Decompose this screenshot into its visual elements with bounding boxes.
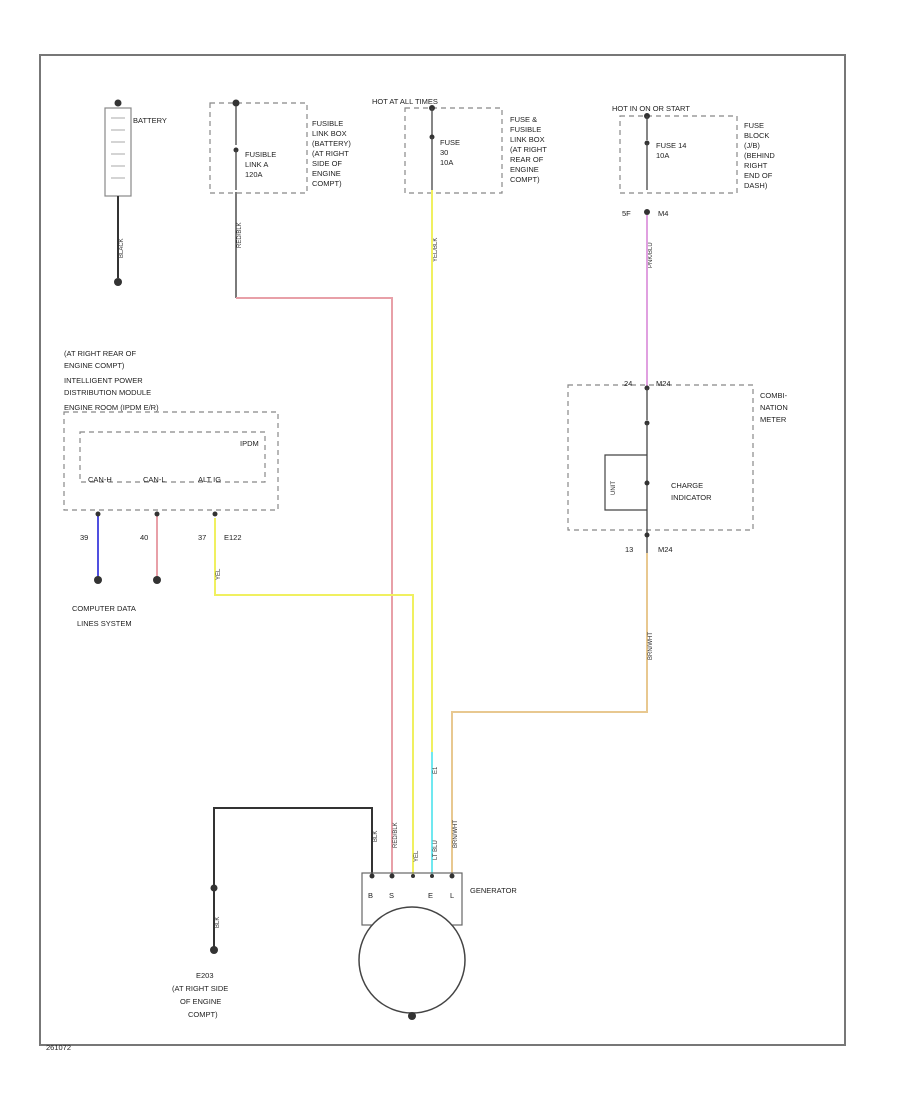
jb-location-4: RIGHT — [744, 161, 768, 170]
meter-connector-top: 24 — [624, 379, 632, 388]
meter-connector-top-id: M24 — [656, 379, 671, 388]
fusible-link-location-2: (BATTERY) — [312, 139, 351, 148]
fusible-link-label-2: LINK A — [245, 160, 268, 169]
ipdm-pin-num-40: 40 — [140, 533, 148, 542]
battery-wire-label: BLACK — [119, 238, 125, 258]
fusible-link-location-0: FUSIBLE — [312, 119, 343, 128]
wire-brn-wht — [451, 553, 648, 875]
ipdm-header-0: (AT RIGHT REAR OF — [64, 349, 137, 358]
fuse-30-label-3: 10A — [440, 158, 453, 167]
gen-wire-blk: BLK — [373, 831, 379, 842]
ipdm-connector-id: E122 — [224, 533, 242, 542]
fuse-30-label-2: 30 — [440, 148, 448, 157]
jb-location-5: END OF — [744, 171, 773, 180]
ipdm-header-1: ENGINE COMPT) — [64, 361, 125, 370]
jb-location-1: BLOCK — [744, 131, 769, 140]
ground-location-1: (AT RIGHT SIDE — [172, 984, 228, 993]
fusible-link-wire-label: RED/BLK — [237, 222, 243, 248]
ipdm-header-4: ENGINE ROOM (IPDM E/R) — [64, 403, 159, 412]
fuse-box-location-6: COMPT) — [510, 175, 540, 184]
generator-label: GENERATOR — [470, 886, 517, 895]
hot-in-run-label: HOT IN ON OR START — [612, 104, 690, 113]
gen-wire-red-blk: RED/BLK — [393, 822, 399, 848]
ipdm-header-2: INTELLIGENT POWER — [64, 376, 143, 385]
gen-terminal-l: L — [450, 891, 454, 900]
charge-indicator-1: INDICATOR — [671, 493, 712, 502]
gen-wire-yel: YEL — [414, 850, 420, 862]
combination-meter: 24 M24 UNIT CHARGE INDICATOR COMBI- NATI… — [567, 379, 788, 660]
jb-connector-label: 5F — [622, 209, 631, 218]
fuse-box-location-0: FUSE & — [510, 115, 537, 124]
diagram-id: 261072 — [46, 1043, 71, 1052]
gen-terminal-b: B — [368, 891, 373, 900]
wire-ground-blk — [213, 807, 373, 886]
fusible-link-location-5: ENGINE — [312, 169, 341, 178]
ground-location-0: E203 — [196, 971, 214, 980]
fusible-link-label-1: FUSIBLE — [245, 150, 276, 159]
fuse-box-location-1: FUSIBLE — [510, 125, 541, 134]
fuse-30-label-1: FUSE — [440, 138, 460, 147]
meter-wire-label: BRN/WHT — [648, 632, 654, 660]
computer-data-lines-1: LINES SYSTEM — [77, 619, 132, 628]
meter-unit-box — [604, 454, 647, 511]
battery-symbol — [104, 107, 132, 197]
fusible-link-box: FUSIBLE LINK A 120A FUSIBLE LINK BOX (BA… — [209, 99, 351, 298]
ground-e203: BLK E203 (AT RIGHT SIDE OF ENGINE COMPT) — [172, 884, 228, 1019]
fuse-box-location-3: (AT RIGHT — [510, 145, 547, 154]
hot-at-all-times-label: HOT AT ALL TIMES — [372, 97, 438, 106]
ipdm-er: (AT RIGHT REAR OF ENGINE COMPT) INTELLIG… — [63, 349, 279, 628]
meter-label-1: NATION — [760, 403, 788, 412]
gen-connector-mark: E1 — [433, 766, 439, 774]
fusible-link-location-3: (AT RIGHT — [312, 149, 349, 158]
gen-terminal-s: S — [389, 891, 394, 900]
jb-connector-id: M4 — [658, 209, 668, 218]
fusible-link-label-3: 120A — [245, 170, 263, 179]
fuse-block-jb: HOT IN ON OR START FUSE 14 10A FUSE BLOC… — [612, 104, 775, 268]
wire-red-blk — [236, 297, 393, 808]
ipdm-tag: IPDM — [240, 439, 259, 448]
charge-indicator-0: CHARGE — [671, 481, 703, 490]
jb-wire-label: PNK/BLU — [648, 242, 654, 268]
ipdm-pin-alt-ig: ALT IG — [198, 475, 221, 484]
gen-wire-brn-wht: BRN/WHT — [453, 820, 459, 848]
jb-location-3: (BEHIND — [744, 151, 775, 160]
ipdm-pin-num-37: 37 — [198, 533, 206, 542]
gen-wire-lt-blu: LT BLU — [433, 840, 439, 860]
ipdm-wire-label: YEL — [216, 568, 222, 580]
fuse-box-location-5: ENGINE — [510, 165, 539, 174]
fuse-14-label-2: 10A — [656, 151, 669, 160]
diagram-frame — [39, 54, 846, 1046]
fuse-30-wire-label: YEL/BLK — [433, 238, 439, 262]
ipdm-header-3: DISTRIBUTION MODULE — [64, 388, 151, 397]
ipdm-pin-num-39: 39 — [80, 533, 88, 542]
meter-connector-bottom: 13 — [625, 545, 633, 554]
battery: BATTERY BLACK — [104, 99, 167, 286]
ipdm-pin-can-l: CAN-L — [143, 475, 166, 484]
meter-label-2: METER — [760, 415, 787, 424]
fuse-box-right-rear: HOT AT ALL TIMES FUSE 30 10A FUSE & FUSI… — [372, 97, 547, 262]
meter-unit-label: UNIT — [611, 481, 617, 495]
ipdm-pin-can-h: CAN-H — [88, 475, 112, 484]
wire-ipdm-yel — [214, 518, 414, 875]
ground-location-3: COMPT) — [188, 1010, 218, 1019]
fusible-link-location-4: SIDE OF — [312, 159, 342, 168]
generator: BLK RED/BLK YEL LT BLU BRN/WHT E1 B S E … — [358, 766, 517, 1020]
gen-terminal-e: E — [428, 891, 433, 900]
ground-wire-label: BLK — [215, 917, 221, 928]
computer-data-lines-0: COMPUTER DATA — [72, 604, 136, 613]
fusible-link-location-6: COMPT) — [312, 179, 342, 188]
fuse-box-location-2: LINK BOX — [510, 135, 545, 144]
generator-symbol — [358, 906, 466, 1014]
meter-connector-bottom-id: M24 — [658, 545, 673, 554]
meter-label-0: COMBI- — [760, 391, 788, 400]
jb-location-0: FUSE — [744, 121, 764, 130]
ground-location-2: OF ENGINE — [180, 997, 221, 1006]
fuse-14-label-1: FUSE 14 — [656, 141, 686, 150]
fuse-box-location-4: REAR OF — [510, 155, 544, 164]
jb-location-2: (J/B) — [744, 141, 760, 150]
battery-label: BATTERY — [133, 116, 167, 125]
fusible-link-location-1: LINK BOX — [312, 129, 347, 138]
jb-location-6: DASH) — [744, 181, 768, 190]
